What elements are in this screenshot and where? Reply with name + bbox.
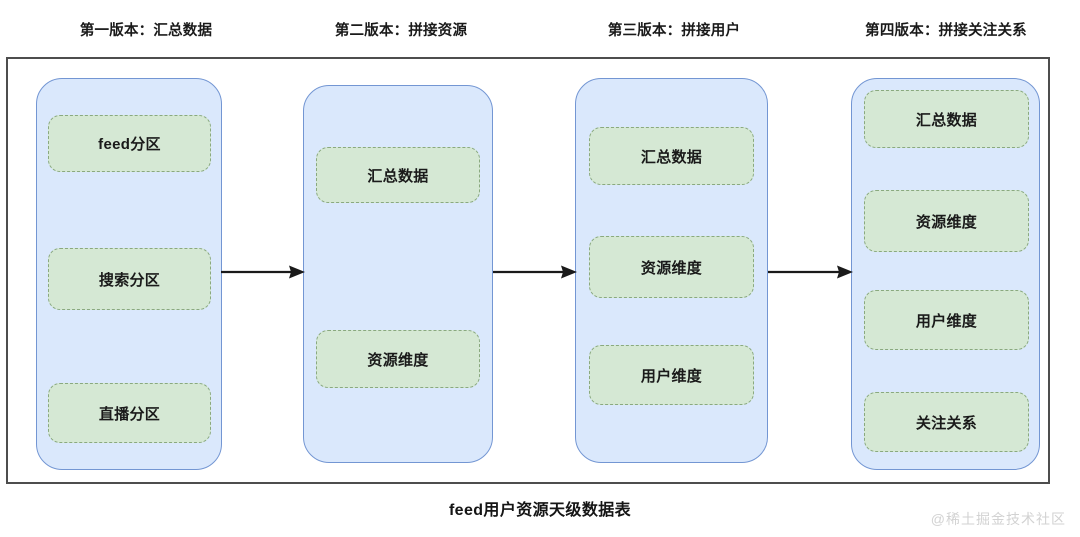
item-user-dimension-v3[interactable]: 用户维度	[589, 345, 754, 405]
item-resource-dimension-v3[interactable]: 资源维度	[589, 236, 754, 298]
item-summary-data-v2[interactable]: 汇总数据	[316, 147, 480, 203]
item-follow-relation-v4[interactable]: 关注关系	[864, 392, 1029, 452]
item-summary-data-v3[interactable]: 汇总数据	[589, 127, 754, 185]
column-title-version-2: 第二版本：拼接资源	[334, 23, 468, 39]
item-search-partition[interactable]: 搜索分区	[48, 248, 211, 310]
watermark: @稀土掘金技术社区	[930, 511, 1066, 527]
item-resource-dimension-v2[interactable]: 资源维度	[316, 330, 480, 388]
item-resource-dimension-v4[interactable]: 资源维度	[864, 190, 1029, 252]
diagram-caption: feed用户资源天级数据表	[448, 502, 632, 519]
item-feed-partition[interactable]: feed分区	[48, 115, 211, 172]
arrow-v3-to-v4	[768, 262, 853, 282]
item-summary-data-v4[interactable]: 汇总数据	[864, 90, 1029, 148]
item-live-partition[interactable]: 直播分区	[48, 383, 211, 443]
column-title-version-1: 第一版本：汇总数据	[79, 23, 213, 39]
arrow-v2-to-v3	[493, 262, 577, 282]
column-title-version-4: 第四版本：拼接关注关系	[865, 23, 1027, 39]
item-user-dimension-v4[interactable]: 用户维度	[864, 290, 1029, 350]
column-title-version-3: 第三版本：拼接用户	[607, 23, 741, 39]
arrow-v1-to-v2	[221, 262, 305, 282]
version-column-2[interactable]	[303, 85, 493, 463]
